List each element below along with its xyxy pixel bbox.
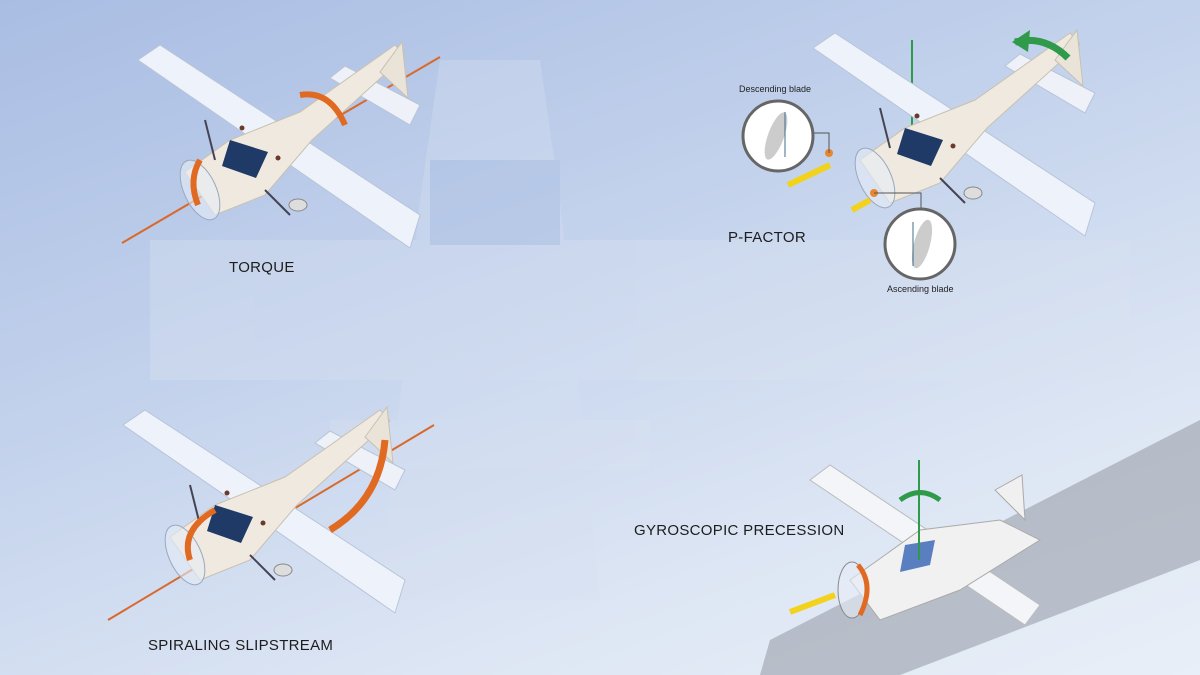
thrust-arrow-right-icon [850,197,872,213]
p-factor-aircraft [741,29,1096,281]
gyroscopic-precession-aircraft [760,420,1200,675]
descending-blade-label: Descending blade [739,84,812,94]
ascending-blade-label: Ascending blade [887,284,954,294]
thrust-arrow-left-icon [786,162,832,188]
precession-arrow-icon [898,490,942,503]
background-aircraft-silhouette [150,60,1130,600]
torque-rotation-arrow-icon [299,91,348,127]
p-factor-label: P-FACTOR [728,229,806,246]
spiraling-slipstream-label: SPIRALING SLIPSTREAM [148,637,334,654]
propeller-rotation-arrow-icon [190,158,203,207]
torque-label: TORQUE [229,259,295,276]
gyroscopic-precession-label: GYROSCOPIC PRECESSION [634,522,845,539]
slipstream-arrow-icon [328,439,389,534]
spiraling-slipstream-aircraft [107,406,435,621]
torque-aircraft [121,41,441,249]
